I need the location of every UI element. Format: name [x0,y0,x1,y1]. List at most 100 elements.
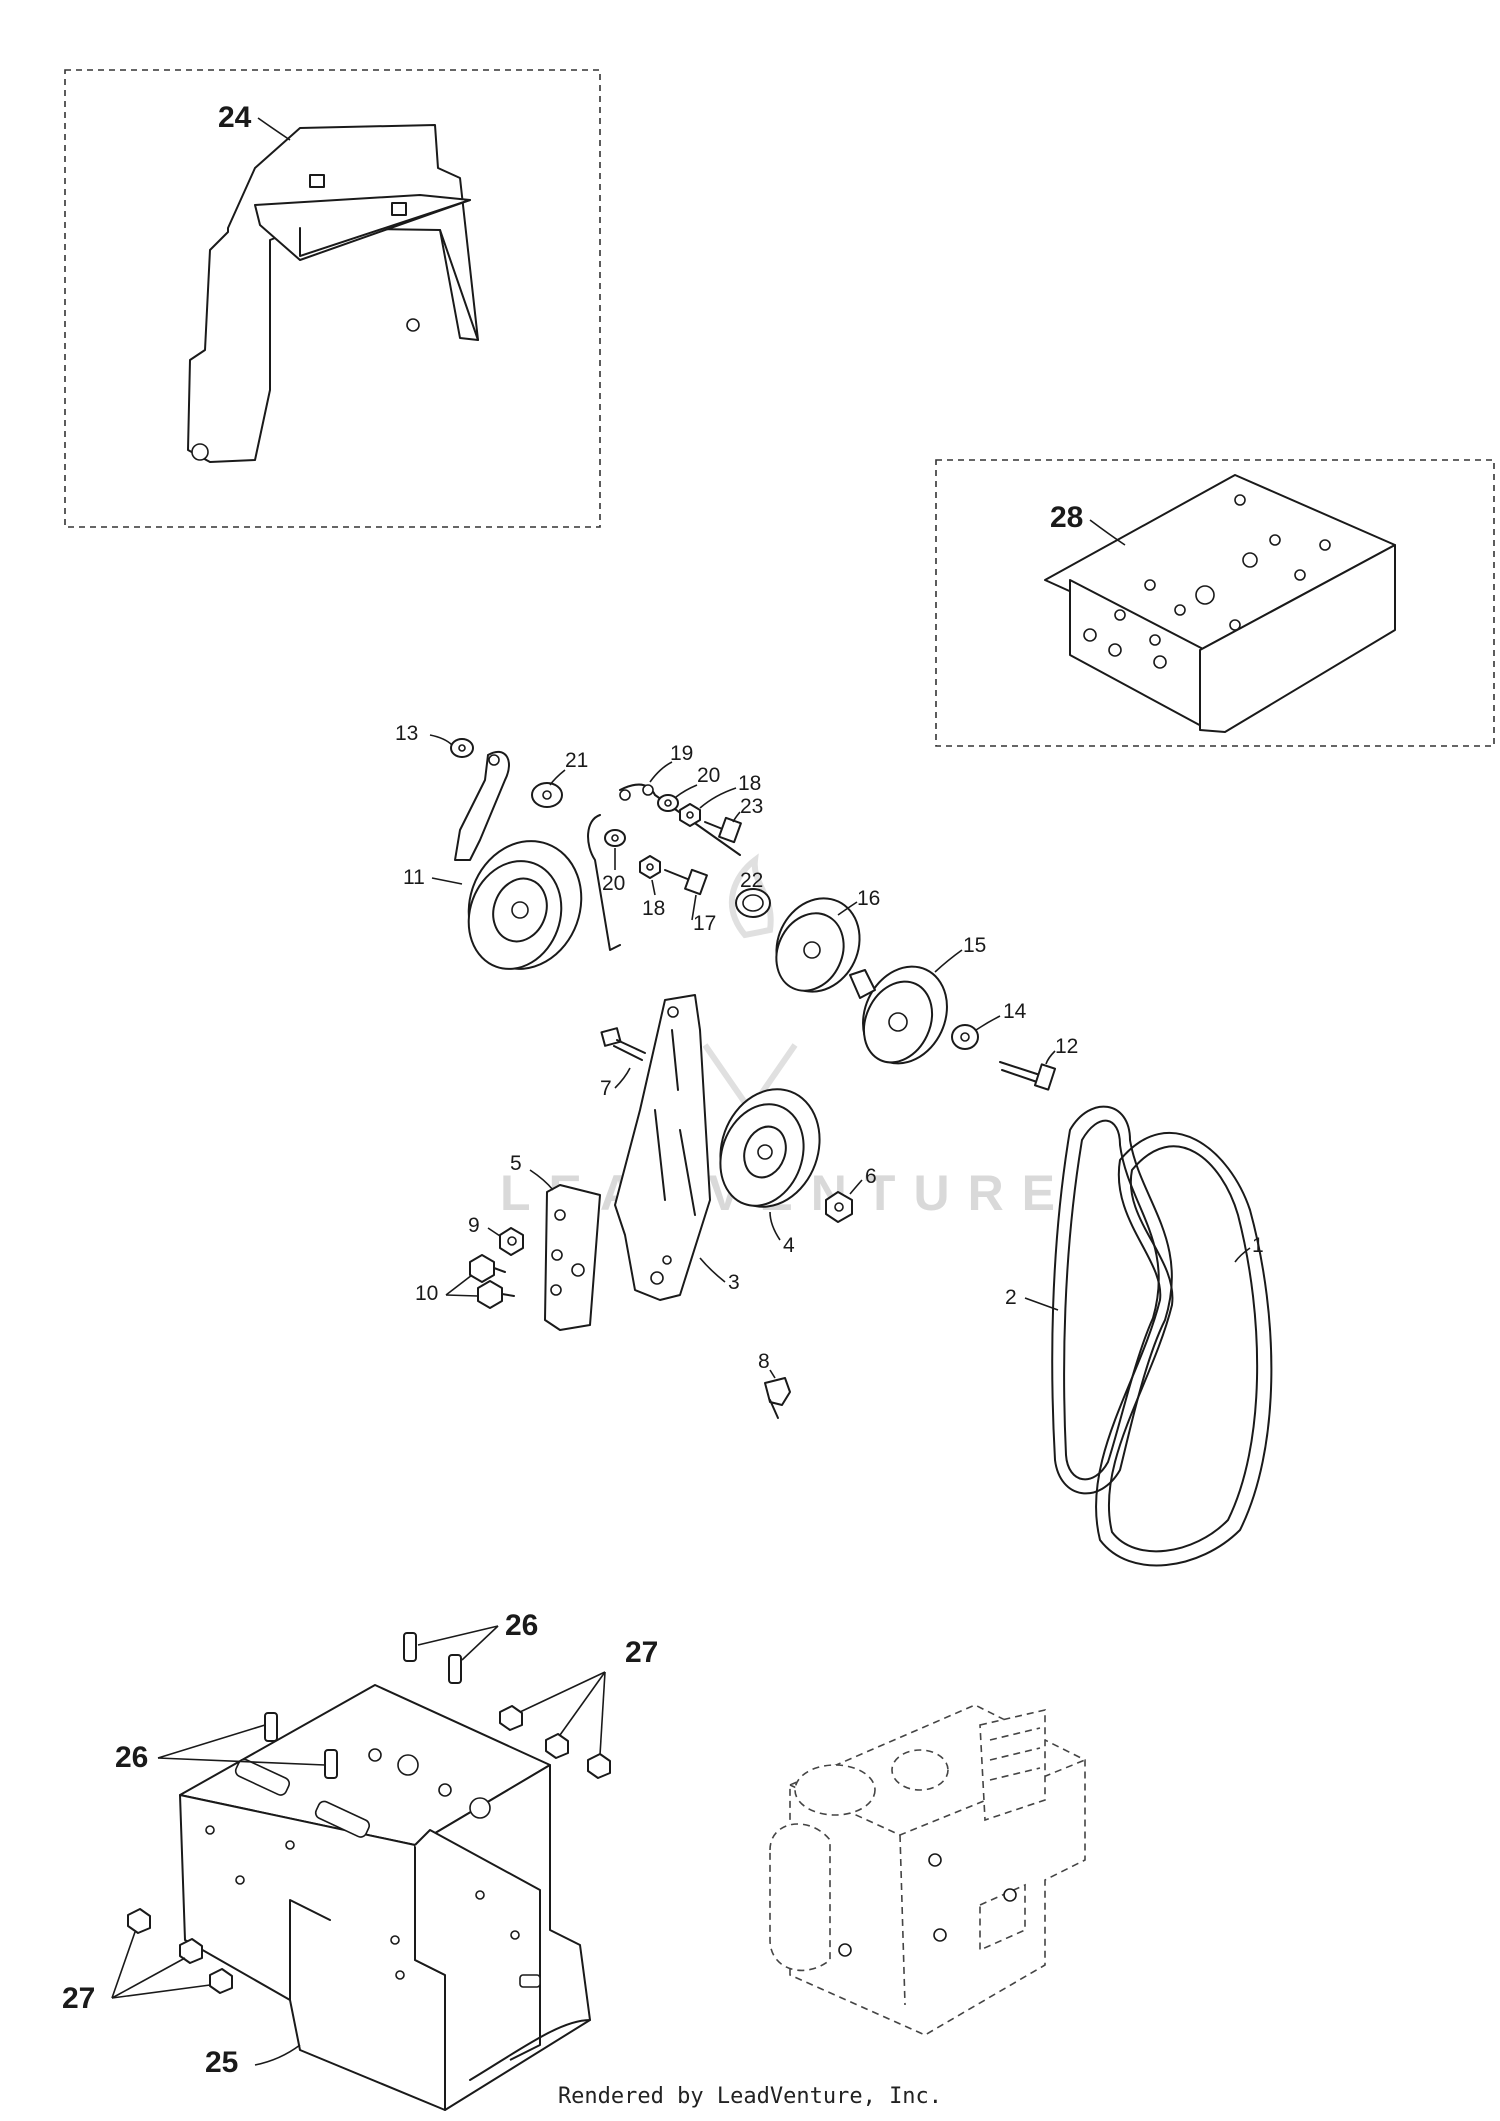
callout-8: 8 [758,1350,770,1373]
part-25-frame[interactable] [179,1684,591,2111]
leader-5 [529,1169,554,1191]
part-19-spring-rod[interactable] [587,783,741,951]
leader-11 [431,877,463,885]
callout-25: 25 [205,2046,238,2079]
callout-2: 2 [1005,1286,1017,1309]
callout-20a: 20 [697,764,720,787]
kit-box-28 [935,459,1495,747]
callout-12: 12 [1055,1035,1078,1058]
leader-15 [934,949,963,973]
part-23-bolt[interactable] [704,816,742,844]
part-28-frame-plate[interactable] [1044,474,1396,733]
leader-10b [445,1294,479,1297]
leader-4 [769,1211,781,1241]
leader-25 [254,2044,301,2066]
leader-27e [111,1957,186,1999]
callout-14: 14 [1003,1000,1027,1023]
callout-3: 3 [728,1271,740,1294]
part-13-washer[interactable] [450,738,474,758]
part-16-pulley[interactable] [761,885,874,1006]
leader-27f [111,1984,211,1999]
leader-27a [519,1671,606,1713]
part-18-nut-upper[interactable] [679,803,701,827]
callout-28: 28 [1050,501,1083,534]
part-1-belt[interactable] [1095,1131,1273,1567]
part-14-spacer[interactable] [951,1024,979,1050]
part-7-bolt[interactable] [600,1027,646,1061]
callout-18a: 18 [738,772,761,795]
leader-27c [599,1671,606,1756]
part-20-washer-upper[interactable] [657,794,679,812]
leader-12 [1045,1050,1056,1065]
part-10-bolts[interactable] [469,1254,515,1309]
footer-credit: Rendered by LeadVenture, Inc. [557,2084,943,2109]
callout-26a: 26 [505,1609,538,1642]
part-9-nut[interactable] [499,1227,524,1256]
callout-11: 11 [403,866,425,889]
callout-15: 15 [963,934,986,957]
leader-9 [487,1227,501,1237]
leader-8 [769,1369,776,1379]
part-6-nut[interactable] [825,1191,853,1223]
leader-6 [849,1179,863,1195]
leader-26d [157,1757,326,1766]
part-12-bolt[interactable] [999,1061,1057,1091]
callout-9: 9 [468,1214,480,1237]
callout-24: 24 [218,101,252,134]
callout-20b: 20 [602,872,625,895]
part-17-bolt[interactable] [664,868,708,896]
part-21-washer[interactable] [531,782,563,808]
leader-13 [429,734,453,746]
callout-1: 1 [1252,1234,1264,1257]
callout-17: 17 [693,912,716,935]
leader-23 [732,811,741,823]
callout-19: 19 [670,742,693,765]
part-15-pulley[interactable] [848,953,963,1077]
leader-20a [675,784,698,798]
callout-21: 21 [565,749,588,772]
part-8-bolt[interactable] [764,1377,791,1419]
part-2-belt[interactable] [1051,1105,1173,1495]
leader-7 [614,1067,631,1089]
part-18-nut-lower[interactable] [639,855,661,879]
part-4-idler-pulley[interactable] [704,1075,835,1221]
part-5-plate[interactable] [544,1184,601,1331]
kit-box-24 [64,69,601,528]
leader-26a [417,1625,499,1646]
callout-4: 4 [783,1234,795,1257]
engine-reference [769,1704,1086,2036]
callout-16: 16 [857,887,880,910]
leader-10a [445,1274,473,1296]
callout-10: 10 [415,1282,438,1305]
leader-2 [1024,1297,1059,1311]
part-11-idler-arm-pulley[interactable] [451,750,599,985]
part-24-belt-cover[interactable] [187,124,479,463]
leader-24 [257,117,291,141]
leader-18a [699,787,737,809]
part-26-studs[interactable] [264,1632,462,1779]
leader-18b [651,879,656,896]
part-27-bolts-side[interactable] [127,1908,233,1994]
callout-27a: 27 [625,1636,658,1669]
leader-27b [559,1671,606,1736]
callout-26b: 26 [115,1741,148,1774]
callout-13: 13 [395,722,418,745]
callout-6: 6 [865,1165,877,1188]
part-20-washer-lower[interactable] [604,829,626,847]
leader-17 [691,894,697,921]
leader-26c [157,1724,266,1759]
callout-22: 22 [740,869,763,892]
leader-1 [1234,1247,1251,1263]
callout-5: 5 [510,1152,522,1175]
callout-27b: 27 [62,1982,95,2015]
part-3-idler-bracket[interactable] [614,994,711,1301]
leader-21 [549,769,566,786]
part-22-bearing[interactable] [735,888,771,918]
leader-14 [975,1015,1001,1031]
leader-28 [1089,519,1126,546]
part-27-bolts-top[interactable] [499,1705,611,1779]
leader-27d [111,1931,136,1999]
leader-26b [461,1625,499,1661]
callout-23: 23 [740,795,763,818]
